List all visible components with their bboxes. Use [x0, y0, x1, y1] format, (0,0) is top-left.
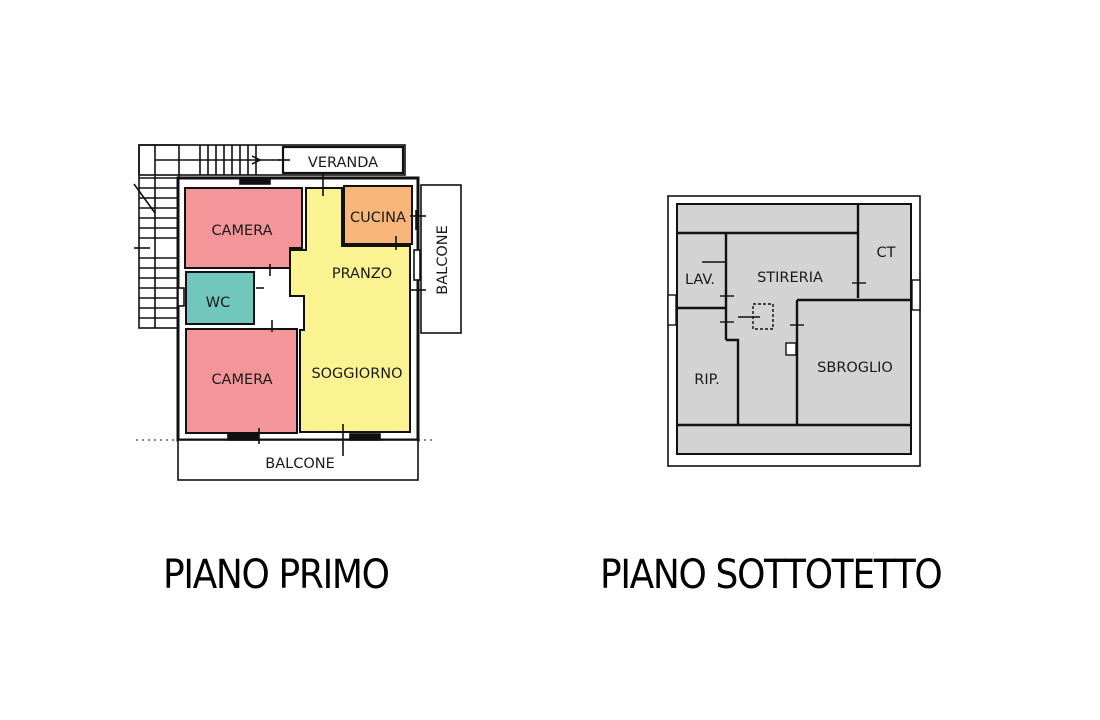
label-veranda: VERANDA — [308, 155, 378, 171]
room-cucina — [343, 185, 413, 245]
label-cucina: CUCINA — [350, 210, 406, 226]
floor-plan-piano-sottotetto: LAV. STIRERIA CT RIP. SBROGLIO — [667, 195, 921, 467]
room-wc — [185, 271, 255, 325]
label-wc: WC — [206, 295, 230, 311]
label-pranzo: PRANZO — [332, 266, 392, 282]
label-camera-bottom: CAMERA — [211, 372, 272, 388]
label-ct: CT — [877, 245, 896, 261]
label-sbroglio: SBROGLIO — [817, 360, 893, 376]
title-piano-sottotetto: PIANO SOTTOTETTO — [600, 552, 943, 598]
balcone-right — [420, 184, 462, 334]
room-living — [289, 187, 411, 433]
label-lav: LAV. — [685, 272, 715, 288]
title-piano-primo: PIANO PRIMO — [163, 552, 390, 598]
label-stireria: STIRERIA — [757, 270, 823, 286]
room-camera-top — [184, 187, 303, 269]
label-rip: RIP. — [694, 372, 719, 388]
label-balcone-right: BALCONE — [435, 225, 451, 295]
landing-stairs — [138, 144, 406, 176]
label-camera-top: CAMERA — [211, 223, 272, 239]
staircase — [133, 144, 180, 329]
floor-plan-piano-primo: VERANDA CAMERA CUCINA PRANZO WC CAMERA S… — [133, 144, 462, 481]
balcone-bottom — [177, 439, 419, 481]
label-soggiorno: SOGGIORNO — [311, 366, 402, 382]
label-balcone-bottom: BALCONE — [265, 456, 335, 472]
room-camera-bottom — [185, 328, 298, 434]
